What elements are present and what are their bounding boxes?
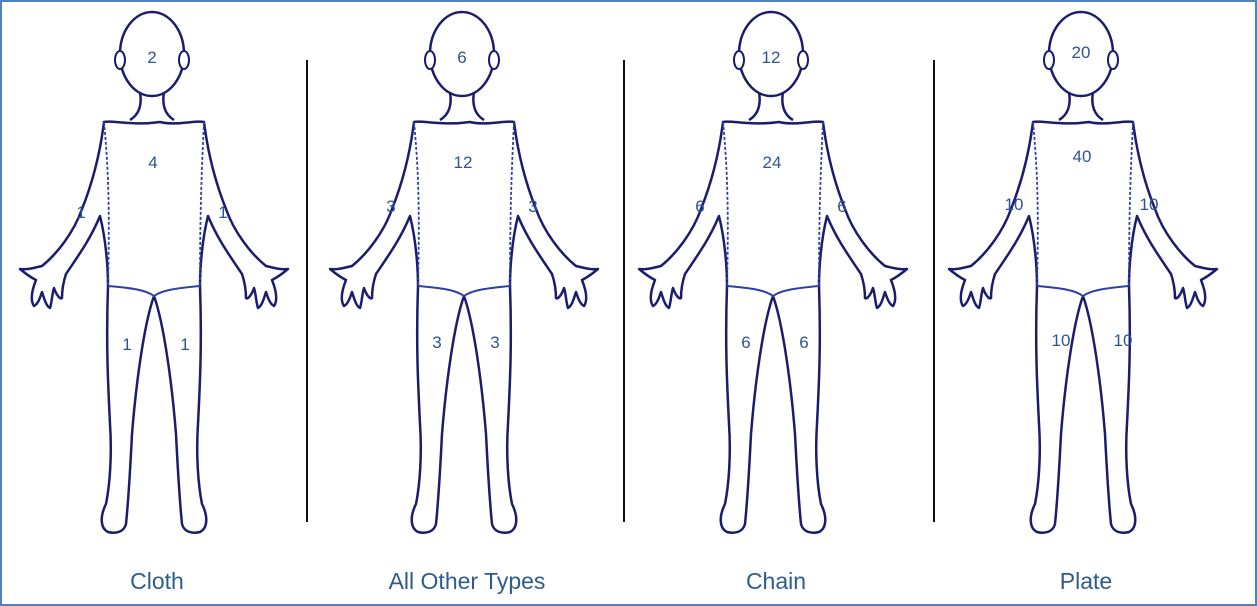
left-arm-value: 10 (1005, 196, 1024, 213)
left-leg-value: 10 (1052, 332, 1071, 349)
torso-value: 40 (1073, 148, 1092, 165)
left-ear-outline (425, 51, 435, 69)
left-arm-value: 6 (695, 198, 704, 215)
panel-divider (933, 60, 935, 522)
right-arm-value: 6 (837, 198, 846, 215)
head-value: 12 (762, 49, 781, 66)
left-leg-value: 1 (122, 336, 131, 353)
body-outline-icon (12, 4, 302, 564)
left-ear-outline (1044, 51, 1054, 69)
torso-value: 24 (763, 154, 782, 171)
body-outline (20, 122, 288, 533)
right-arm-value: 1 (218, 204, 227, 221)
body-outline-icon (631, 4, 921, 564)
right-arm-value: 3 (528, 198, 537, 215)
body-outline-icon (322, 4, 612, 564)
left-leg-value: 3 (432, 334, 441, 351)
left-ear-outline (115, 51, 125, 69)
caption-cloth: Cloth (12, 568, 302, 595)
body-figure-cloth: 2 4 1 1 1 1 (12, 4, 302, 564)
right-ear-outline (179, 51, 189, 69)
body-outline (639, 122, 907, 533)
head-value: 20 (1072, 44, 1091, 61)
left-leg-value: 6 (741, 334, 750, 351)
right-leg-value: 6 (799, 334, 808, 351)
body-figure-plate: 20 40 10 10 10 10 (941, 4, 1231, 564)
right-leg-value: 10 (1114, 332, 1133, 349)
body-figure-all-other-types: 6 12 3 3 3 3 (322, 4, 612, 564)
body-outline (949, 122, 1217, 533)
right-arm-value: 10 (1140, 196, 1159, 213)
right-leg-value: 3 (490, 334, 499, 351)
caption-chain: Chain (631, 568, 921, 595)
torso-value: 4 (148, 154, 157, 171)
caption-plate: Plate (941, 568, 1231, 595)
right-ear-outline (798, 51, 808, 69)
panel-divider (623, 60, 625, 522)
left-arm-value: 3 (386, 198, 395, 215)
caption-all-other-types: All Other Types (322, 568, 612, 595)
left-ear-outline (734, 51, 744, 69)
torso-value: 12 (454, 154, 473, 171)
body-outline (330, 122, 598, 533)
body-outline-icon (941, 4, 1231, 564)
head-value: 6 (457, 49, 466, 66)
right-leg-value: 1 (180, 336, 189, 353)
right-ear-outline (1108, 51, 1118, 69)
panel-divider (306, 60, 308, 522)
head-value: 2 (147, 49, 156, 66)
left-arm-value: 1 (76, 204, 85, 221)
right-ear-outline (489, 51, 499, 69)
body-figure-chain: 12 24 6 6 6 6 (631, 4, 921, 564)
